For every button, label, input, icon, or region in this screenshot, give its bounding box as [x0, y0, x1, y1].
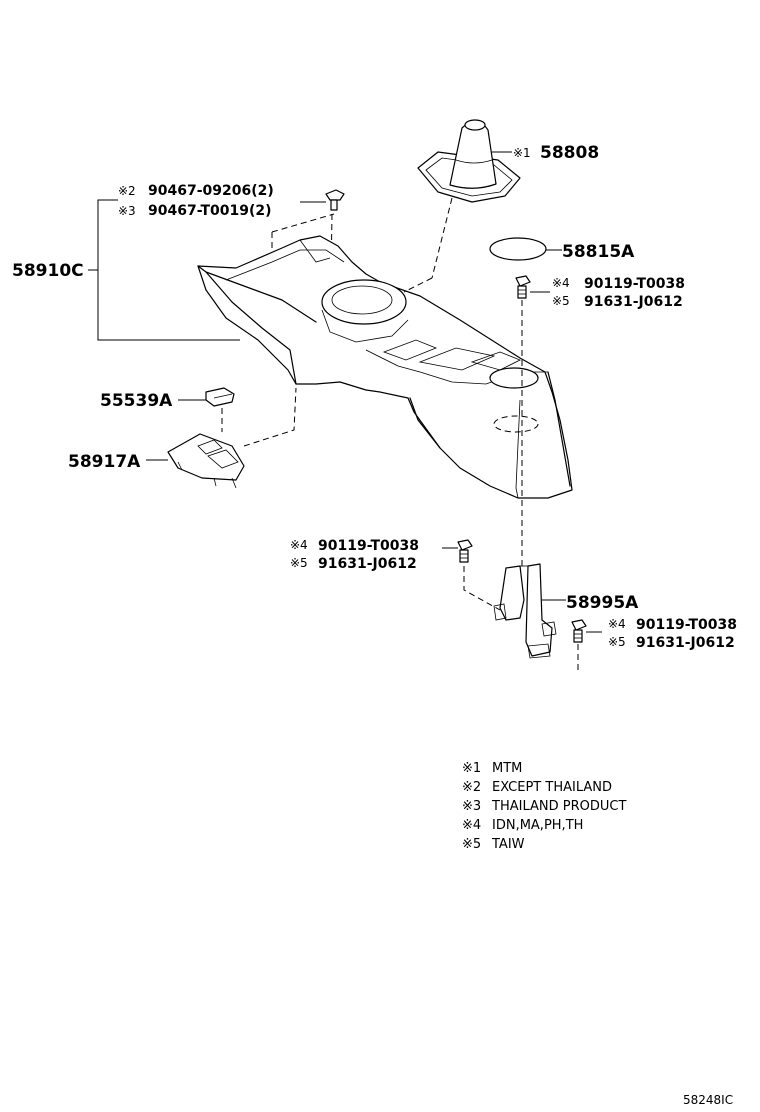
callout-58995a-number: 58995A [566, 593, 639, 613]
legend-text-5: TAIW [491, 837, 525, 852]
dash-bolt-mid [463, 566, 501, 611]
callout-55539a-number: 55539A [100, 391, 173, 411]
callout-bolt-low-b-number: 91631-J0612 [636, 635, 735, 651]
callout-58808-mark: ※1 [513, 146, 531, 160]
legend-mark-1: ※1 [462, 761, 481, 776]
part-55539a-drawing [205, 387, 235, 407]
dash-clip-join [271, 213, 335, 233]
clip-icon [325, 189, 345, 211]
callout-bolt-low-a-number: 90119-T0038 [636, 617, 737, 633]
callout-bolt-top-a-number: 90119-T0038 [584, 276, 685, 292]
legend: ※1 MTM ※2 EXCEPT THAILAND ※3 THAILAND PR… [462, 761, 626, 852]
legend-mark-4: ※4 [462, 818, 481, 833]
callout-clip-a-mark: ※2 [118, 184, 136, 198]
console-box-drawing [197, 235, 573, 499]
callout-bolt-top-b-number: 91631-J0612 [584, 294, 683, 310]
callout-bolt-mid-b-number: 91631-J0612 [318, 556, 417, 572]
cap-drawing [489, 237, 547, 261]
callout-clip-b-number: 90467-T0019(2) [148, 203, 272, 219]
callout-bolt-mid-a-number: 90119-T0038 [318, 538, 419, 554]
bolt-icon-top [515, 275, 531, 299]
callout-bolt-mid-a-mark: ※4 [290, 538, 308, 552]
legend-text-1: MTM [492, 761, 522, 776]
callout-bolt-low-a-mark: ※4 [608, 617, 626, 631]
legend-mark-3: ※3 [462, 799, 481, 814]
dash-58917a-to-console [243, 387, 297, 447]
bolt-icon-mid [457, 539, 473, 563]
legend-mark-2: ※2 [462, 780, 481, 795]
legend-text-3: THAILAND PRODUCT [491, 799, 626, 814]
bracket-58995a-drawing [493, 563, 557, 659]
bolt-icon-low [571, 619, 587, 643]
part-58917a-drawing [167, 433, 245, 489]
legend-text-2: EXCEPT THAILAND [492, 780, 612, 795]
dash-boot-to-console [431, 197, 453, 279]
callout-bolt-top-b-mark: ※5 [552, 294, 570, 308]
legend-text-4: IDN,MA,PH,TH [492, 818, 583, 833]
callout-clip-b-mark: ※3 [118, 204, 136, 218]
callout-bolt-mid-b-mark: ※5 [290, 556, 308, 570]
callout-clip-a-number: 90467-09206(2) [148, 183, 274, 199]
legend-mark-5: ※5 [462, 837, 481, 852]
callout-58815a-number: 58815A [562, 242, 635, 262]
figure-number: 58248IC [683, 1093, 733, 1107]
callout-58910c-number: 58910C [12, 261, 84, 281]
callout-58808-number: 58808 [540, 143, 599, 163]
callout-bolt-top-a-mark: ※4 [552, 276, 570, 290]
callout-58917a-number: 58917A [68, 452, 141, 472]
shift-boot-drawing [417, 119, 521, 203]
callout-bolt-low-b-mark: ※5 [608, 635, 626, 649]
dash-boot-end [403, 277, 433, 293]
